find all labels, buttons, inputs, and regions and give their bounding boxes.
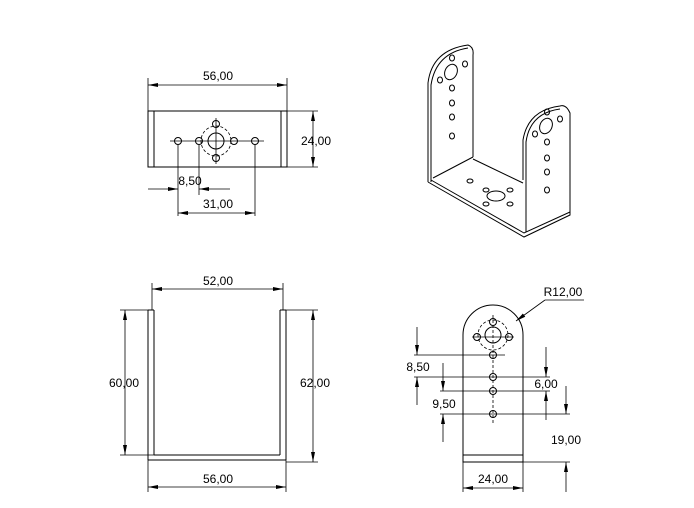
dim-outer-width: 56,00: [203, 472, 233, 486]
top-view: 56,00 24,00 8,50 31,00: [147, 69, 331, 216]
dim-hole-span: 31,00: [203, 197, 233, 211]
isometric-view: [427, 44, 571, 238]
dim-inner-width: 52,00: [203, 274, 233, 288]
dim-side-width: 24,00: [478, 472, 508, 486]
dim-left-height: 60,00: [109, 376, 139, 390]
side-view: R12,00 8,50 6,00 9,50 19,00 24,00: [406, 285, 584, 492]
top-view-outline: [147, 110, 288, 168]
dim-radius: R12,00: [544, 285, 583, 299]
dim-right-height: 62,00: [300, 376, 330, 390]
dim-top-height: 24,00: [301, 134, 331, 148]
dim-offset-a: 8,50: [406, 360, 430, 374]
dim-offset-c: 9,50: [432, 397, 456, 411]
iso-holes: [437, 54, 563, 207]
dim-offset-b: 6,00: [534, 377, 558, 391]
front-view: 52,00 60,00 62,00 56,00: [109, 274, 330, 492]
dim-bottom-height: 19,00: [551, 433, 581, 447]
dim-top-width: 56,00: [203, 69, 233, 83]
dim-hole-offset: 8,50: [178, 174, 202, 188]
